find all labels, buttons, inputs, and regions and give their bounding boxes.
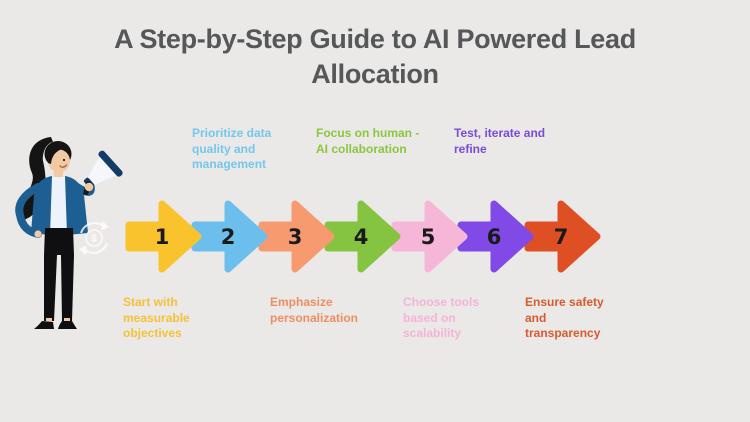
woman-with-megaphone-illustration: [15, 137, 123, 329]
step-arrow-2: 2: [190, 198, 270, 278]
step-number-7: 7: [553, 225, 569, 249]
step-label-7: Ensure safety and transparency: [525, 295, 604, 340]
arrow-shape: [391, 200, 468, 273]
refresh-arrowhead-bottom: [79, 245, 87, 256]
eye: [62, 158, 66, 162]
step-number-1: 1: [154, 225, 170, 249]
step-arrow-6: 6: [456, 198, 536, 278]
step-number-4: 4: [353, 225, 369, 249]
megaphone-cone: [86, 155, 118, 186]
refresh-arrowhead-top: [101, 220, 109, 231]
step-arrow-7: 7: [523, 198, 603, 278]
arrow-shape: [457, 200, 534, 273]
left-arm: [15, 183, 42, 238]
arrow-shape: [324, 200, 401, 273]
arrow-shape: [125, 200, 202, 273]
step-label-5: Choose tools based on scalability: [403, 295, 480, 340]
step-arrow-5: 5: [390, 198, 470, 278]
dollar-refresh-icon: $: [79, 220, 109, 256]
smile: [59, 164, 68, 168]
right-shoe: [58, 321, 77, 329]
step-arrow-4: 4: [323, 198, 403, 278]
step-number-5: 5: [420, 225, 436, 249]
step-number-2: 2: [220, 225, 236, 249]
hips: [44, 228, 74, 255]
hair-fringe: [47, 146, 67, 164]
left-hand: [34, 230, 42, 238]
dollar-circle: [85, 229, 103, 247]
left-leg: [44, 255, 57, 321]
neck: [54, 169, 63, 179]
page-title: A Step-by-Step Guide to AI Powered Lead …: [114, 24, 636, 89]
step-label-1: Start with measurable objectives: [123, 295, 190, 340]
step-label-4: Focus on human - AI collaboration: [316, 126, 420, 156]
step-arrow-1: 1: [124, 198, 204, 278]
dollar-symbol: $: [91, 234, 97, 245]
left-ankle: [46, 318, 52, 324]
step-label-2: Prioritize data quality and management: [192, 126, 272, 171]
left-shoe: [34, 321, 54, 329]
arrow-shape: [258, 200, 335, 273]
step-label-3: Emphasize personalization: [270, 295, 359, 325]
right-leg: [61, 255, 74, 321]
step-number-3: 3: [287, 225, 303, 249]
step-arrow-3: 3: [257, 198, 337, 278]
step-number-6: 6: [486, 225, 502, 249]
arrow-shape: [191, 200, 268, 273]
megaphone-bell: [98, 150, 123, 177]
step-label-6: Test, iterate and refine: [454, 126, 546, 156]
arrow-shape: [524, 200, 601, 273]
refresh-arc-top: [80, 222, 105, 234]
right-hand: [84, 182, 94, 192]
shirt: [49, 177, 70, 235]
